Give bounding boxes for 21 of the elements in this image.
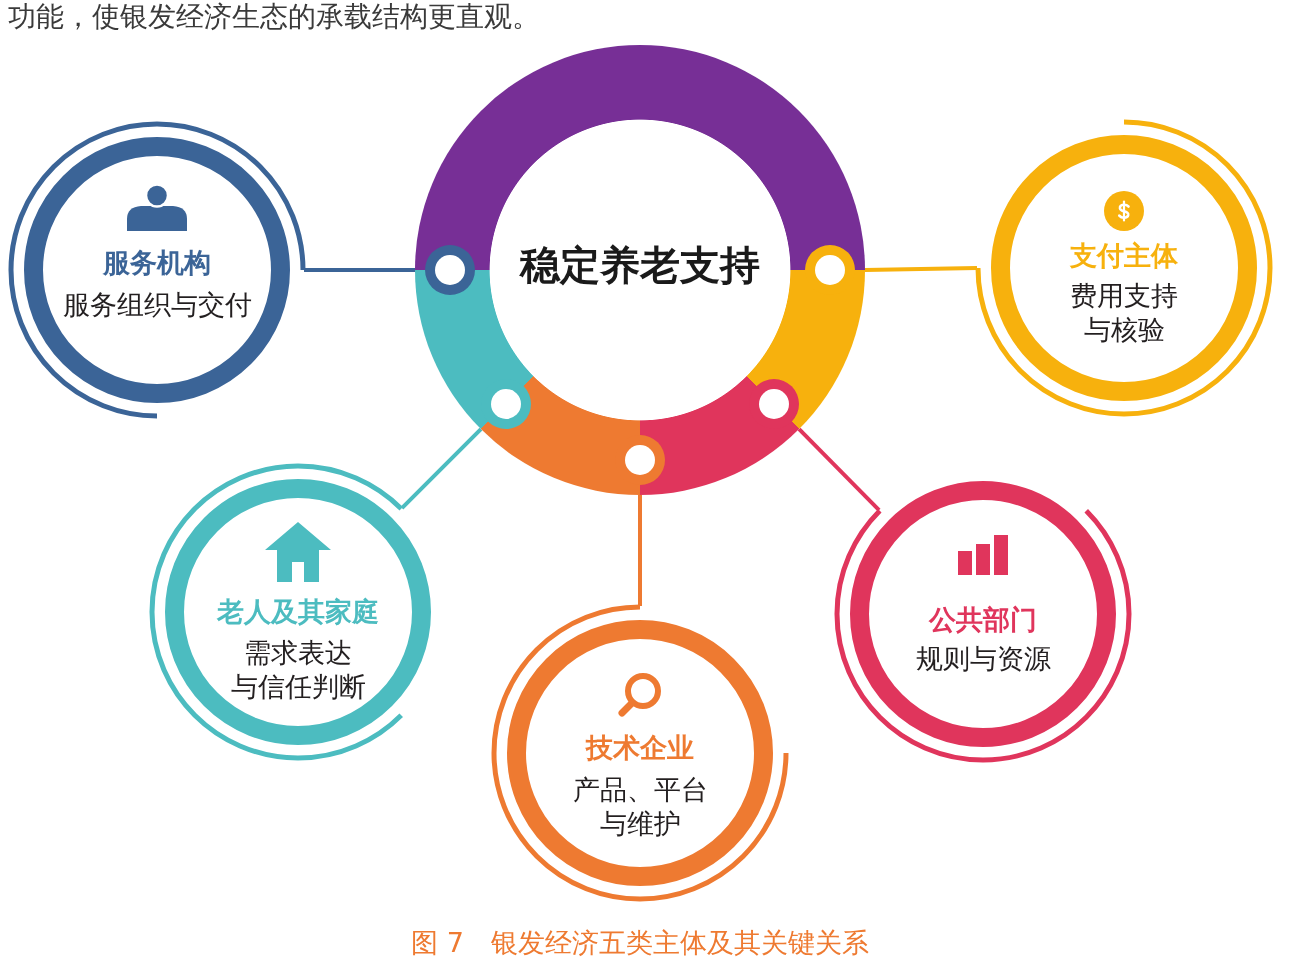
node-text: 规则与资源 bbox=[915, 642, 1051, 676]
circle-node bbox=[491, 604, 789, 902]
node-heading: 老人及其家庭 bbox=[217, 595, 379, 629]
connector-line bbox=[864, 266, 978, 272]
node-heading: 支付主体 bbox=[1070, 239, 1178, 273]
circle-node bbox=[8, 121, 306, 419]
node-text: 产品、平台与维护 bbox=[572, 773, 708, 841]
node-text: 需求表达与信任判断 bbox=[230, 636, 366, 704]
center-title: 稳定养老支持 bbox=[520, 241, 760, 290]
body-text: 功能，使银发经济生态的承载结构更直观。 bbox=[8, 0, 540, 34]
figure-caption: 图 7 银发经济五类主体及其关键关系 bbox=[411, 926, 869, 960]
connector-line bbox=[638, 495, 642, 606]
connector-line bbox=[400, 427, 483, 510]
node-heading: 服务机构 bbox=[103, 246, 211, 280]
circle-node bbox=[975, 119, 1273, 417]
connector-line bbox=[797, 427, 881, 512]
node-text: 服务组织与交付 bbox=[62, 288, 252, 322]
node-text: 费用支持与核验 bbox=[1070, 279, 1178, 347]
connector-line bbox=[304, 268, 415, 272]
node-heading: 技术企业 bbox=[586, 731, 694, 765]
node-heading: 公共部门 bbox=[929, 603, 1037, 637]
